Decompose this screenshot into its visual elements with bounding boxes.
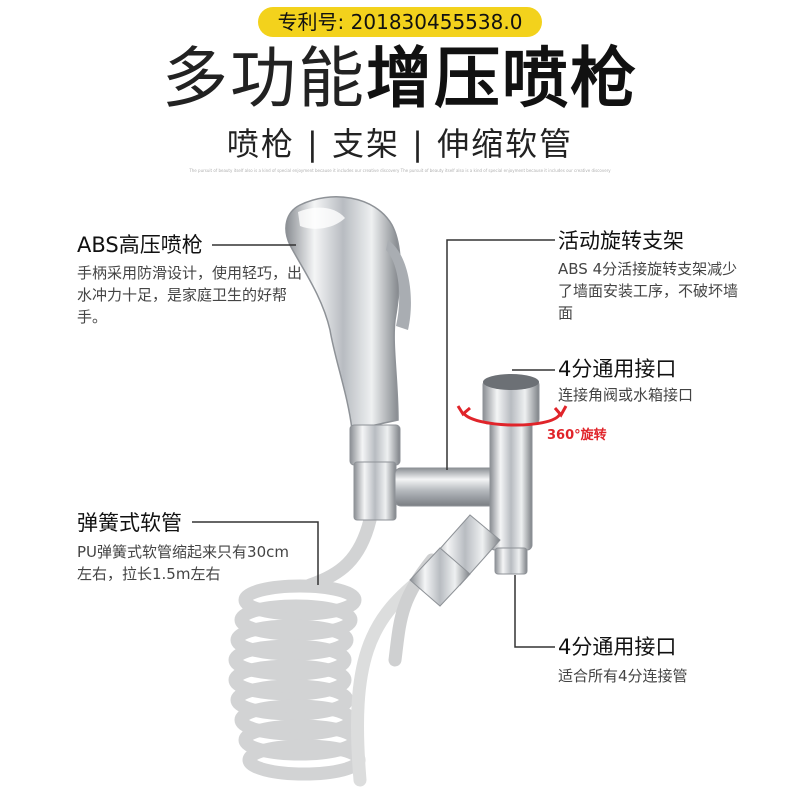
port-bottom-callout-desc: 适合所有4分连接管	[558, 667, 688, 685]
port-top-callout-desc: 连接角阀或水箱接口	[558, 386, 694, 404]
leader-lines	[192, 239, 555, 648]
bracket-callout-title: 活动旋转支架	[558, 229, 684, 253]
coiled-hose-illustration	[228, 513, 439, 787]
patent-badge: 专利号: 201830455538.0	[258, 7, 542, 37]
t-valve-bracket-illustration	[394, 374, 540, 607]
hose-callout-desc: PU弹簧式软管缩起来只有30cm左右，拉长1.5m左右	[77, 543, 289, 583]
fine-print: The pursuit of beauty itself also is a k…	[189, 168, 611, 173]
subtitle: 喷枪 | 支架 | 伸缩软管	[226, 125, 574, 163]
rotation-label: 360°旋转	[547, 428, 607, 443]
gun-callout-title: ABS高压喷枪	[77, 233, 203, 257]
title-bold: 增压喷枪	[366, 40, 638, 117]
hose-callout-title: 弹簧式软管	[77, 511, 182, 535]
page-title: 多功能增压喷枪	[0, 36, 800, 122]
rotation-arrow-icon	[456, 405, 568, 427]
spray-gun-illustration	[285, 196, 411, 521]
bracket-callout-desc: ABS 4分活接旋转支架减少了墙面安装工序，不破坏墙面	[558, 260, 739, 322]
gun-callout-desc: 手柄采用防滑设计，使用轻巧，出水冲力十足，是家庭卫生的好帮手。	[77, 264, 303, 326]
port-bottom-callout-title: 4分通用接口	[558, 635, 677, 659]
title-light: 多功能	[162, 40, 366, 117]
port-top-callout-title: 4分通用接口	[558, 357, 677, 381]
